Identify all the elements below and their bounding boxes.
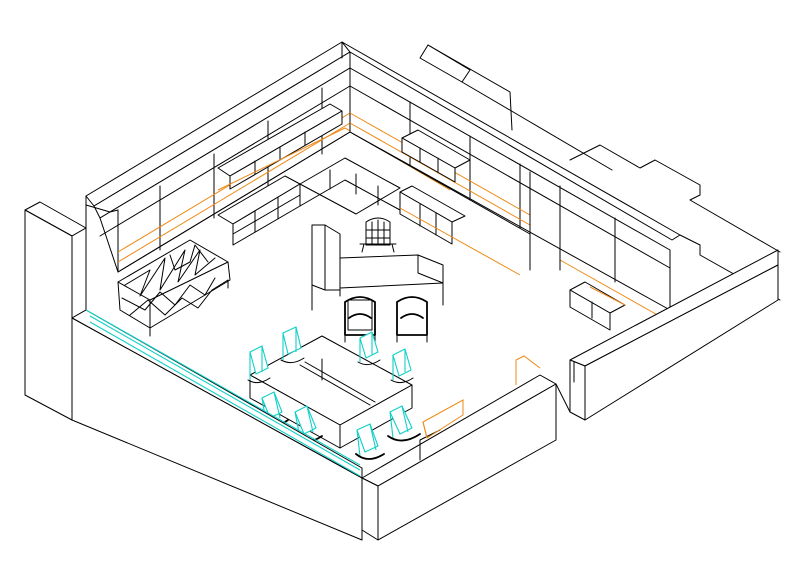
armchair-left [344, 296, 376, 343]
wireframe-chaise-lounge [117, 239, 231, 337]
conference-chair-7 [355, 423, 385, 460]
armchair-right [396, 296, 428, 343]
conference-chair-4 [390, 348, 414, 384]
conference-chair-3 [357, 331, 381, 366]
conference-chair-1 [247, 345, 271, 384]
executive-chair [359, 217, 397, 253]
conference-chair-8 [387, 405, 421, 442]
door-side [515, 355, 541, 385]
back-left-wall [85, 41, 351, 219]
glass-partition [85, 309, 361, 477]
right-wall [555, 249, 779, 421]
conference-chair-2 [280, 326, 305, 364]
door-front [422, 399, 464, 439]
right-low-cabinet [399, 185, 521, 276]
left-wall-cabinet [217, 103, 343, 190]
side-cabinet [569, 281, 626, 331]
right-wall-cabinet [401, 129, 471, 183]
executive-desk [311, 224, 444, 311]
front-wall [361, 374, 557, 541]
